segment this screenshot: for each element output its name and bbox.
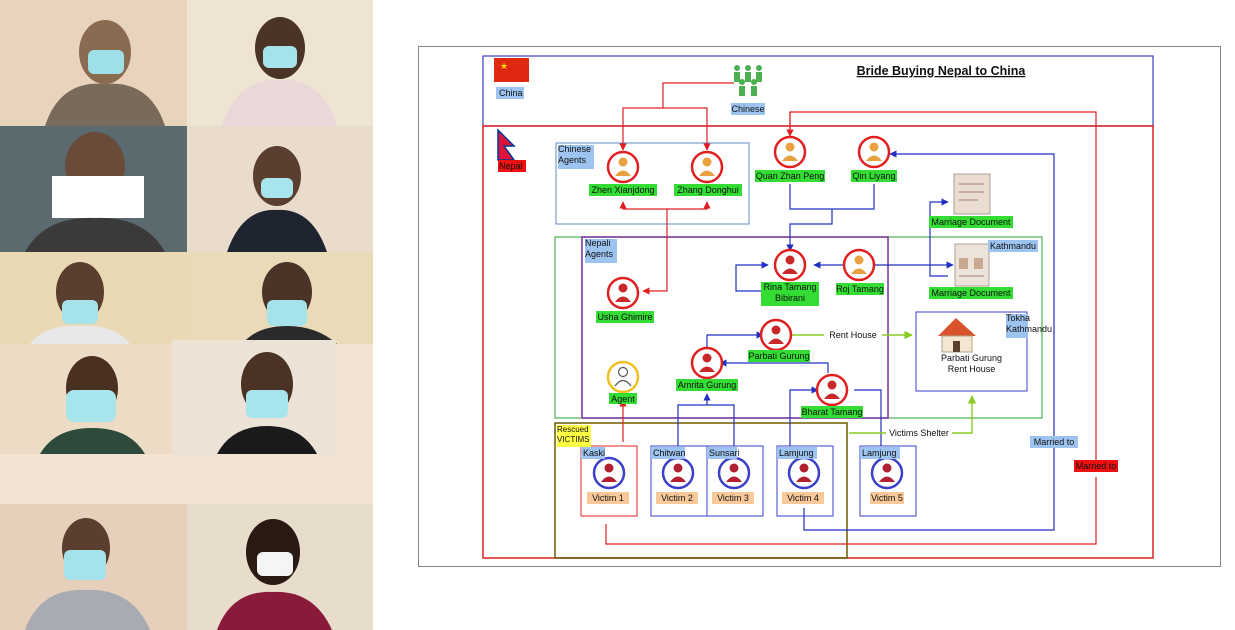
person-node-quan-icon bbox=[773, 135, 807, 169]
person-node-zhang-icon bbox=[690, 150, 724, 184]
china-flag-icon: ★ bbox=[494, 58, 529, 82]
victim-node-2-icon bbox=[661, 456, 695, 490]
person-node-roj-icon bbox=[842, 248, 876, 282]
photo-4 bbox=[187, 126, 373, 252]
photo-5 bbox=[0, 252, 187, 344]
house-label: Parbati Gurung Rent House bbox=[941, 353, 1002, 374]
person-node-parbati-icon bbox=[759, 318, 793, 352]
victim-label-3: Victim 3 bbox=[717, 493, 749, 503]
person-silhouette-icon bbox=[45, 20, 165, 126]
photo-3 bbox=[0, 126, 187, 252]
district-label-kaski: Kaski bbox=[583, 448, 605, 458]
person-silhouette-icon bbox=[217, 352, 317, 454]
svg-text:★: ★ bbox=[500, 61, 508, 71]
node-label-chinese: Chinese bbox=[731, 104, 764, 114]
marriage-document-1-icon bbox=[953, 173, 991, 215]
rescued-victims-region bbox=[554, 422, 848, 559]
photo-1 bbox=[0, 0, 187, 126]
node-label-usha: Usha Ghimire bbox=[597, 312, 652, 322]
victim-label-1: Victim 1 bbox=[592, 493, 624, 503]
region-label-rescued-victims: Rescued VICTIMS bbox=[557, 425, 589, 444]
district-label-lamjung-2: Lamjung bbox=[862, 448, 897, 458]
node-label-quan: Quan Zhan Peng bbox=[756, 171, 825, 181]
photo-2 bbox=[187, 0, 373, 126]
district-label-sunsari: Sunsari bbox=[709, 448, 740, 458]
person-silhouette-icon bbox=[25, 518, 150, 630]
node-label-zhen: Zhen Xianjdong bbox=[591, 185, 654, 195]
region-label-chinese-agents: Chinese Agents bbox=[558, 144, 591, 165]
blue-edges bbox=[677, 150, 1055, 531]
person-silhouette-icon bbox=[227, 146, 327, 252]
photo-10 bbox=[187, 504, 373, 630]
node-label-roj: Roj Tamang bbox=[836, 284, 884, 294]
person-node-bharat-icon bbox=[815, 373, 849, 407]
node-label-amrita: Amrita Gurung bbox=[678, 380, 737, 390]
victim-node-4-icon bbox=[787, 456, 821, 490]
suspect-photos-collage bbox=[0, 0, 373, 630]
person-silhouette-icon bbox=[30, 262, 130, 344]
victim-node-3-icon bbox=[717, 456, 751, 490]
trafficking-network-diagram: ★ bbox=[418, 46, 1221, 567]
edge-label-married-to-blue: Married to bbox=[1034, 437, 1075, 447]
person-node-agent-icon bbox=[606, 360, 640, 394]
node-label-zhang: Zhang Donghui bbox=[677, 185, 739, 195]
victim-label-2: Victim 2 bbox=[661, 493, 693, 503]
rent-house-icon bbox=[938, 318, 976, 353]
doc-label-2: Marriage Document bbox=[931, 288, 1011, 298]
person-silhouette-icon bbox=[217, 519, 332, 630]
person-silhouette-icon bbox=[40, 356, 145, 454]
nepali-agents-region bbox=[581, 236, 889, 419]
victim-label-4: Victim 4 bbox=[787, 493, 819, 503]
person-node-usha-icon bbox=[606, 276, 640, 310]
node-label-bharat: Bharat Tamang bbox=[802, 407, 863, 417]
photo-7 bbox=[0, 344, 172, 454]
marriage-document-2-icon bbox=[954, 243, 990, 287]
nepal-flag-icon bbox=[497, 128, 516, 161]
photo-8 bbox=[172, 340, 336, 454]
region-label-kathmandu: Kathmandu bbox=[990, 241, 1036, 251]
region-label-nepal: Nepal bbox=[499, 161, 523, 171]
node-label-agent: Agent bbox=[611, 394, 635, 404]
photo-6 bbox=[187, 252, 373, 344]
victim-box-kaski bbox=[580, 445, 638, 517]
region-label-tokha: Tokha Kathmandu bbox=[1006, 313, 1052, 334]
person-silhouette-icon bbox=[25, 132, 165, 252]
victim-box-lamjung bbox=[776, 445, 834, 517]
diagram-title: Bride Buying Nepal to China bbox=[857, 64, 1027, 78]
chinese-agents-region bbox=[555, 142, 750, 225]
victim-box-sunsari bbox=[706, 445, 764, 517]
rent-house-box bbox=[915, 311, 1028, 392]
person-node-rina-icon bbox=[773, 248, 807, 282]
victim-label-5: Victim 5 bbox=[871, 493, 903, 503]
district-label-lamjung: Lamjung bbox=[779, 448, 814, 458]
photo-9 bbox=[0, 504, 187, 630]
node-label-qin: Qin Liyang bbox=[852, 171, 895, 181]
doc-label-1: Marriage Document bbox=[931, 217, 1011, 227]
person-node-amrita-icon bbox=[690, 346, 724, 380]
district-label-chitwan: Chitwan bbox=[653, 448, 686, 458]
person-node-zhen-icon bbox=[606, 150, 640, 184]
person-silhouette-icon bbox=[242, 262, 337, 344]
region-label-nepali-agents: Nepali Agents bbox=[585, 238, 613, 259]
node-label-parbati: Parbati Gurung bbox=[748, 351, 809, 361]
edge-label-victims-shelter: Victims Shelter bbox=[889, 428, 949, 438]
edge-label-rent-house: Rent House bbox=[829, 330, 877, 340]
victim-node-1-icon bbox=[592, 456, 626, 490]
chinese-group-icon bbox=[734, 65, 762, 96]
region-label-china: China bbox=[499, 88, 523, 98]
red-edges bbox=[605, 82, 1097, 545]
victim-node-5-icon bbox=[870, 456, 904, 490]
diagram-frame bbox=[418, 46, 1221, 567]
person-node-qin-icon bbox=[857, 135, 891, 169]
edge-label-married-to-red: Married to bbox=[1076, 461, 1117, 471]
victim-box-lamjung-2 bbox=[859, 445, 917, 517]
label-backgrounds bbox=[496, 64, 1118, 504]
person-silhouette-icon bbox=[222, 17, 337, 126]
node-label-rina: Rina Tamang Bibirani bbox=[764, 282, 817, 303]
